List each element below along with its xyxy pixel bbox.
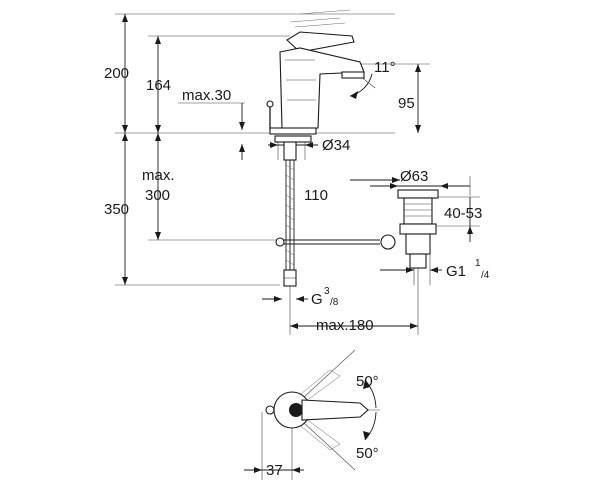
dimension-d63-label: Ø63	[400, 168, 428, 185]
supply-hose	[283, 141, 297, 287]
top-lever	[301, 399, 369, 421]
dimension-110-label: 110	[304, 187, 328, 204]
dimension-300-label: 300	[145, 187, 170, 204]
drain-tail	[405, 233, 431, 255]
dimension-164-label: 164	[146, 77, 171, 94]
dimension-164: 164	[146, 36, 171, 133]
dimension-d34-label: Ø34	[322, 137, 350, 154]
dimension-95: 95	[398, 64, 421, 133]
mounting-flange	[274, 135, 312, 143]
dimension-200-label: 200	[104, 65, 129, 82]
drain-outlet	[409, 253, 427, 269]
thread-g1-sub: /4	[481, 270, 490, 281]
popup-knob	[266, 100, 274, 108]
thread-g1-1-4: G1 1 /4	[380, 255, 490, 285]
thread-g-sub: /8	[330, 297, 339, 308]
thread-g-sup: 3	[324, 286, 330, 297]
body-shading	[285, 59, 316, 101]
dimension-max-300: max. 300	[142, 133, 175, 240]
angle-11-label: 11°	[374, 59, 396, 76]
drain-flange	[397, 189, 439, 199]
faucet-top-view: 50° 50° 37	[244, 349, 380, 480]
dimension-max-label: max.	[142, 167, 175, 184]
lever-ghost	[289, 9, 351, 28]
thread-g-3-8: G 3 /8	[262, 286, 339, 308]
dimension-37-label: 37	[266, 462, 283, 479]
thread-g1-label: G1	[446, 263, 466, 280]
thread-g1-sup: 1	[475, 258, 481, 269]
aerator	[341, 71, 365, 79]
faucet-side-view	[266, 9, 365, 143]
angle-50-up-label: 50°	[356, 373, 379, 390]
popup-linkage	[275, 237, 380, 247]
drain-nut	[399, 223, 437, 235]
drain-body	[403, 197, 433, 225]
dimension-d63: Ø63	[370, 168, 471, 196]
dimension-350: 350	[104, 133, 129, 285]
dimension-max-180: max.180	[290, 317, 418, 334]
dimension-40-53-label: 40-53	[444, 205, 482, 222]
dimension-350-label: 350	[104, 201, 129, 218]
drain-pivot	[380, 234, 396, 250]
top-popup-knob	[265, 405, 275, 415]
thread-g-label: G	[311, 291, 323, 308]
faucet-base	[269, 127, 317, 135]
dimension-max-30-label: max.30	[182, 87, 231, 104]
top-cartridge	[289, 403, 303, 417]
waste-drain	[380, 189, 439, 269]
dimension-95-label: 95	[398, 95, 415, 112]
angle-11: 11°	[344, 59, 396, 99]
dimension-110: 110	[304, 177, 400, 204]
dimension-40-53: 40-53	[432, 196, 482, 242]
dimension-max-180-label: max.180	[316, 317, 374, 334]
dimension-200: 200	[104, 14, 129, 133]
angle-50-down-label: 50°	[356, 445, 379, 462]
dimension-max-30: max.30	[178, 87, 245, 160]
